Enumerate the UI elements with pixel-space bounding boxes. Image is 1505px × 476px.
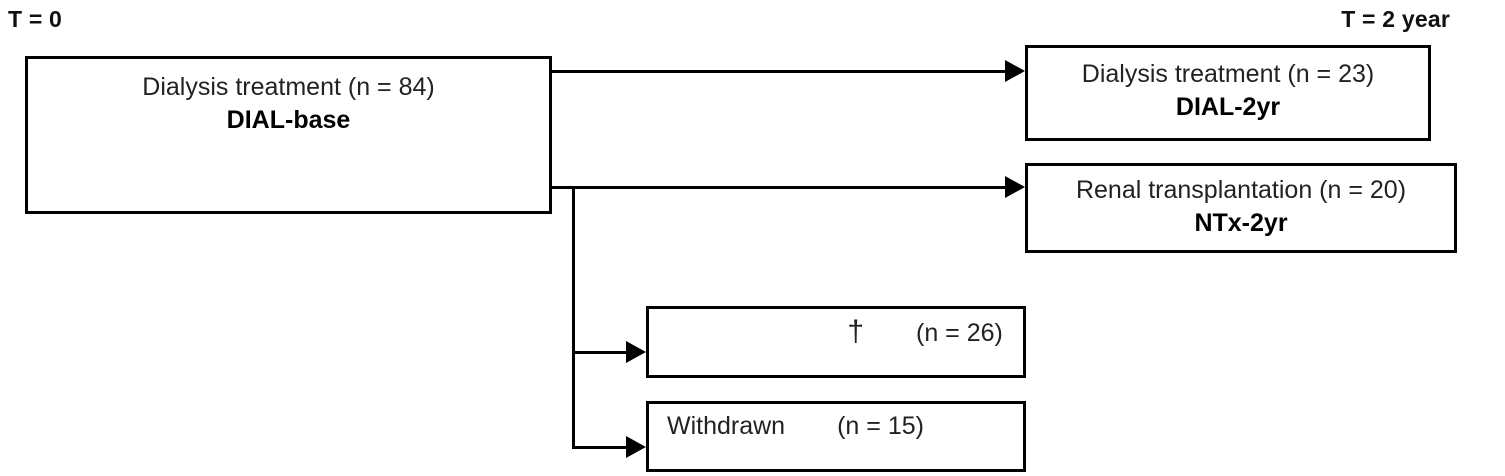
node-death[interactable]: † (n = 26) bbox=[646, 306, 1026, 378]
node-dialysis-baseline-line2: DIAL-base bbox=[226, 106, 351, 134]
connector-to-death bbox=[572, 351, 636, 354]
connector-to-withdrawn bbox=[572, 446, 636, 449]
node-renal-transplantation-two-year-line1: Renal transplantation (n = 20) bbox=[1075, 176, 1407, 204]
node-withdrawn-label: Withdrawn bbox=[667, 412, 786, 440]
node-withdrawn-count: (n = 15) bbox=[837, 412, 924, 440]
node-withdrawn-row: Withdrawn (n = 15) bbox=[649, 412, 1023, 441]
node-dialysis-baseline[interactable]: Dialysis treatment (n = 84) DIAL-base bbox=[25, 56, 552, 214]
connector-to-dialysis-two-year bbox=[549, 70, 1015, 73]
arrowhead-to-dialysis-two-year bbox=[1005, 60, 1025, 82]
arrowhead-to-renal-transplantation-two-year bbox=[1005, 176, 1025, 198]
arrowhead-to-death bbox=[626, 341, 646, 363]
node-withdrawn[interactable]: Withdrawn (n = 15) bbox=[646, 401, 1026, 472]
node-dialysis-baseline-line1: Dialysis treatment (n = 84) bbox=[142, 73, 435, 101]
node-death-count: (n = 26) bbox=[916, 319, 1003, 347]
node-dialysis-two-year-line1: Dialysis treatment (n = 23) bbox=[1081, 60, 1375, 88]
node-death-row: † (n = 26) bbox=[649, 317, 1023, 348]
timepoint-label-baseline: T = 0 bbox=[8, 6, 63, 32]
node-renal-transplantation-two-year[interactable]: Renal transplantation (n = 20) NTx-2yr bbox=[1025, 163, 1457, 253]
node-renal-transplantation-two-year-line2: NTx-2yr bbox=[1194, 209, 1288, 237]
dagger-icon: † bbox=[847, 315, 864, 348]
arrowhead-to-withdrawn bbox=[626, 436, 646, 458]
node-dialysis-two-year[interactable]: Dialysis treatment (n = 23) DIAL-2yr bbox=[1025, 45, 1431, 141]
connector-to-renal-transplantation-two-year bbox=[549, 186, 1015, 189]
timepoint-label-two-year: T = 2 year bbox=[1341, 6, 1450, 32]
node-dialysis-two-year-line2: DIAL-2yr bbox=[1175, 93, 1281, 121]
connector-trunk-vertical bbox=[572, 186, 575, 449]
